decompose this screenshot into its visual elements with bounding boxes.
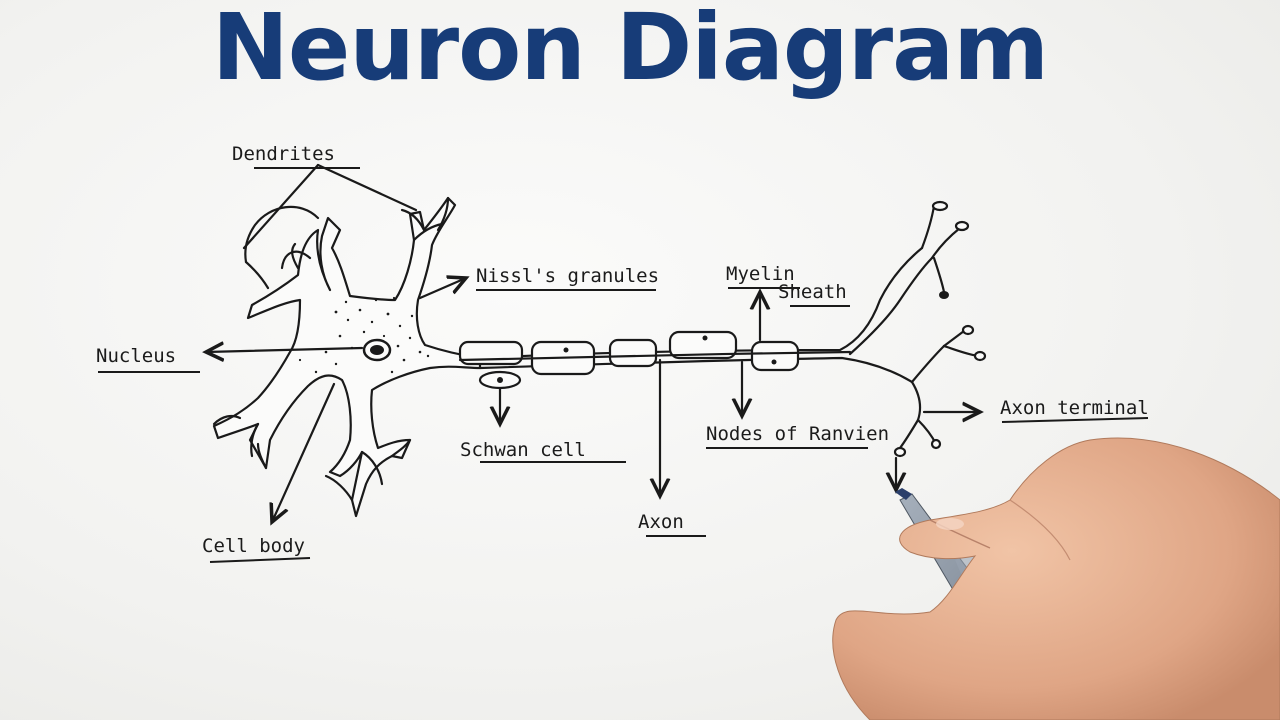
label-dendrites: Dendrites bbox=[232, 143, 335, 165]
axon-terminals bbox=[895, 202, 985, 456]
nucleus-shape bbox=[364, 340, 390, 360]
label-nissls-granules: Nissl's granules bbox=[476, 265, 659, 287]
label-axon: Axon bbox=[638, 511, 684, 533]
label-cell-body: Cell body bbox=[202, 535, 305, 557]
myelin-sheath-segments bbox=[460, 332, 850, 388]
cell-body-shape bbox=[214, 198, 480, 516]
label-nucleus: Nucleus bbox=[96, 345, 176, 367]
hand-holding-pen bbox=[833, 438, 1280, 720]
label-schwann-cell: Schwan cell bbox=[460, 439, 586, 461]
label-axon-terminal: Axon terminal bbox=[1000, 397, 1149, 419]
label-sheath: Sheath bbox=[778, 281, 847, 303]
label-nodes-of-ranvier: Nodes of Ranvien bbox=[706, 423, 889, 445]
